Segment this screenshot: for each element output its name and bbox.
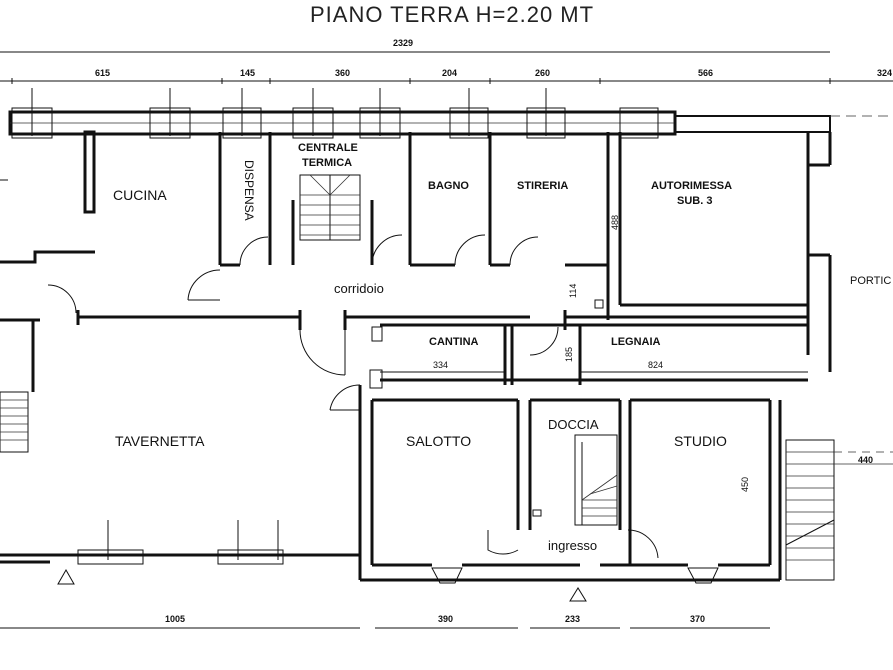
dim-v-114: 114 [568,284,578,298]
room-label-cantina: CANTINA [429,336,479,348]
dim-v-450: 450 [740,477,750,492]
upper-partitions [0,130,832,335]
dim-v-185: 185 [564,347,574,362]
lower-rooms [329,384,782,602]
doors-upper [47,234,539,314]
room-label-dispensa: DISPENSA [242,160,256,221]
dim-bottom-370: 370 [690,614,705,624]
dim-bottom-233: 233 [565,614,580,624]
room-label-autorimessa-2: SUB. 3 [677,195,712,207]
dim-legnaia-824: 824 [648,360,663,370]
north-wall [8,110,893,136]
room-label-ingresso: ingresso [548,538,597,553]
dim-top-324: 324 [877,68,892,78]
room-label-centrale-1: CENTRALE [298,142,358,154]
room-label-stireria: STIRERIA [517,180,568,192]
room-label-portico: PORTIC [850,275,891,287]
room-label-centrale-2: TERMICA [302,157,352,169]
dim-right-440: 440 [858,455,873,465]
dim-bottom-1005: 1005 [165,614,185,624]
dim-total-top: 2329 [393,38,413,48]
dim-bottom-390: 390 [438,614,453,624]
east-stair [785,439,893,581]
stairs-doccia [574,434,618,526]
top-dimension-lines [0,51,893,84]
dim-top-145: 145 [240,68,255,78]
room-label-doccia: DOCCIA [548,417,599,432]
middle-walls [0,299,808,376]
dim-v-488: 488 [610,215,620,230]
plan-title: PIANO TERRA H=2.20 MT [310,2,594,27]
room-label-studio: STUDIO [674,433,727,449]
room-label-legnaia: LEGNAIA [611,336,661,348]
dim-top-260: 260 [535,68,550,78]
room-label-salotto: SALOTTO [406,433,471,449]
dim-top-566: 566 [698,68,713,78]
dim-top-204: 204 [442,68,457,78]
room-label-corridoio: corridoio [334,281,384,296]
cantina-legnaia [369,323,832,389]
south-wall-left [0,520,360,585]
dim-top-360: 360 [335,68,350,78]
room-label-tavernetta: TAVERNETTA [115,433,205,449]
stairs-centrale-termica [299,174,361,241]
left-walls [0,179,35,453]
room-label-cucina: CUCINA [113,187,167,203]
room-label-autorimessa-1: AUTORIMESSA [651,180,732,192]
room-label-bagno: BAGNO [428,180,469,192]
dim-cantina-334: 334 [433,360,448,370]
south-fixtures [431,567,719,584]
north-windows [11,88,659,139]
dim-top-615: 615 [95,68,110,78]
